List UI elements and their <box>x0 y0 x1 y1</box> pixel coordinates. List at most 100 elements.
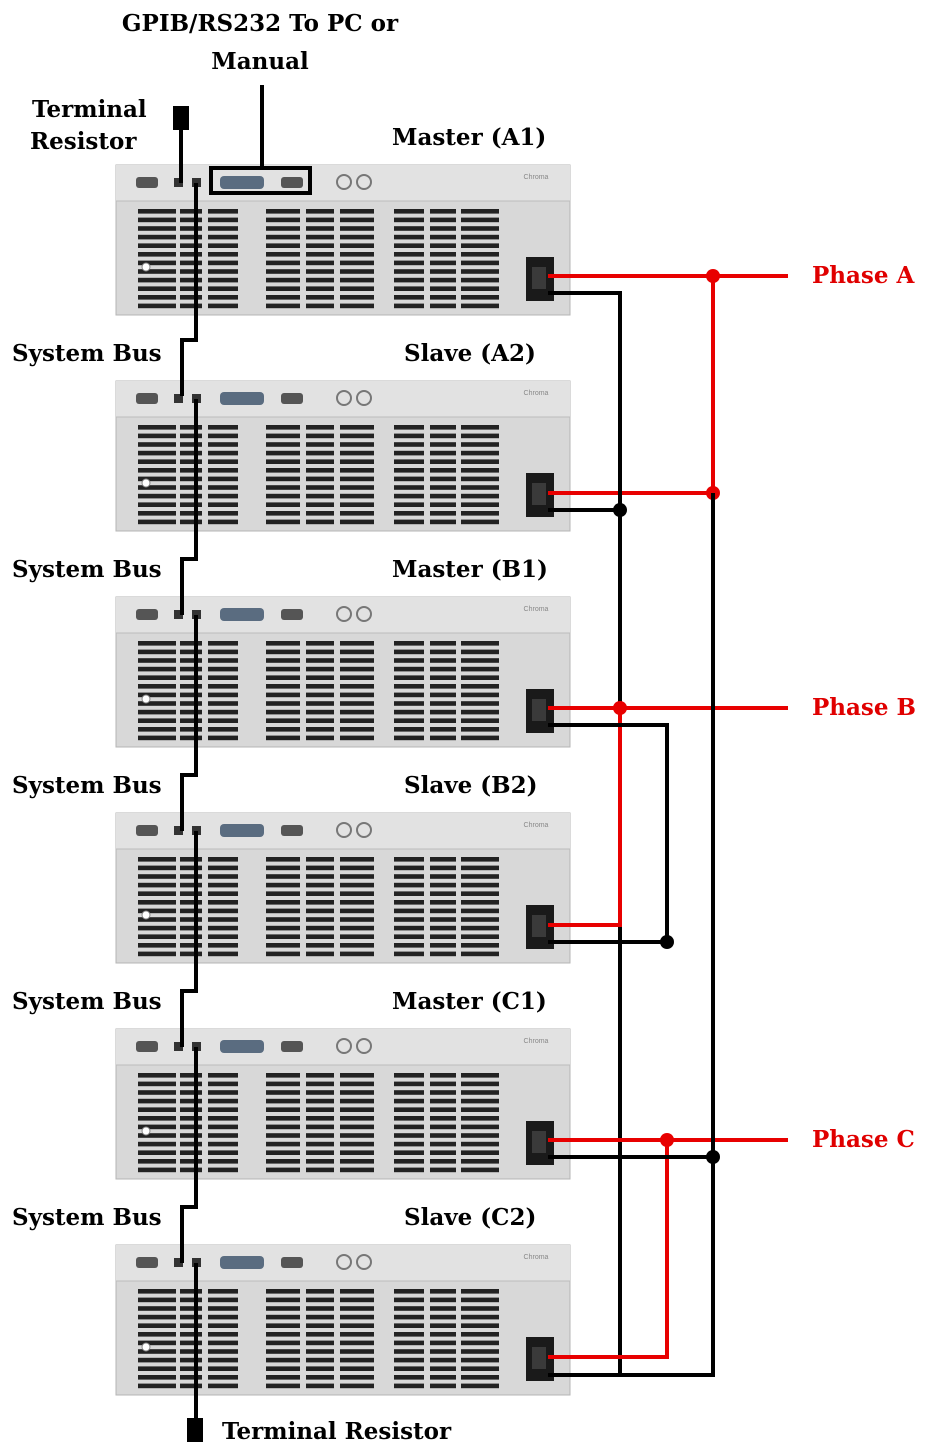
vent-slot <box>461 243 499 248</box>
vent-slot <box>266 1159 300 1164</box>
vent-slot <box>306 667 334 672</box>
vent-slot <box>266 857 300 862</box>
vent-slot <box>461 866 499 871</box>
vent-slot <box>180 1332 202 1337</box>
vent-slot <box>180 511 202 516</box>
db9-connector <box>136 825 158 836</box>
vent-slot <box>306 1289 334 1294</box>
vent-slot <box>340 520 374 525</box>
vent-slot <box>138 425 176 430</box>
vent-slot <box>138 511 176 516</box>
vent-slot <box>394 502 424 507</box>
vent-slot <box>208 218 238 223</box>
phase-c-neutral-junction <box>706 1150 720 1164</box>
vent-slot <box>394 675 424 680</box>
vent-slot <box>180 926 202 931</box>
vent-slot <box>266 218 300 223</box>
vent-hole <box>142 911 150 919</box>
vent-slot <box>461 1168 499 1173</box>
vent-slot <box>180 650 202 655</box>
vent-slot <box>180 891 202 896</box>
vent-slot <box>430 1289 456 1294</box>
db9-connector <box>136 609 158 620</box>
vent-slot <box>306 1358 334 1363</box>
vent-slot <box>461 857 499 862</box>
vent-slot <box>208 1082 238 1087</box>
vent-slot <box>266 650 300 655</box>
vent-slot <box>180 1142 202 1147</box>
vent-slot <box>306 459 334 464</box>
vent-slot <box>306 675 334 680</box>
vent-slot <box>340 1358 374 1363</box>
vent-slot <box>306 425 334 430</box>
vent-slot <box>461 459 499 464</box>
vent-slot <box>306 209 334 214</box>
vent-slot <box>180 304 202 309</box>
vent-slot <box>461 1366 499 1371</box>
vent-slot <box>394 235 424 240</box>
vent-slot <box>461 1159 499 1164</box>
unit-brand-text: Chroma <box>524 174 549 181</box>
vent-slot <box>340 943 374 948</box>
vent-slot <box>340 261 374 266</box>
ac-terminal-inner <box>532 1131 546 1153</box>
vent-slot <box>138 684 176 689</box>
vent-slot <box>306 1323 334 1328</box>
vent-slot <box>430 459 456 464</box>
vent-slot <box>461 295 499 300</box>
vent-slot <box>208 1125 238 1130</box>
vent-slot <box>394 494 424 499</box>
vent-slot <box>306 1099 334 1104</box>
vent-slot <box>430 261 456 266</box>
vent-slot <box>394 874 424 879</box>
vent-slot <box>180 1073 202 1078</box>
vent-slot <box>461 1358 499 1363</box>
vent-slot <box>266 1150 300 1155</box>
vent-slot <box>461 1332 499 1337</box>
gpib-connector <box>220 608 264 621</box>
vent-slot <box>208 1073 238 1078</box>
vent-slot <box>394 1168 424 1173</box>
vent-slot <box>208 1107 238 1112</box>
vent-slot <box>266 891 300 896</box>
vent-slot <box>430 1082 456 1087</box>
vent-slot <box>208 451 238 456</box>
vent-slot <box>461 1306 499 1311</box>
vent-slot <box>208 477 238 482</box>
vent-slot <box>340 295 374 300</box>
power-supply-unit: Chroma <box>116 165 570 315</box>
vent-slot <box>430 943 456 948</box>
vent-slot <box>180 1384 202 1389</box>
vent-slot <box>306 1125 334 1130</box>
vent-slot <box>266 1315 300 1320</box>
vent-slot <box>266 1358 300 1363</box>
vent-slot <box>180 1349 202 1354</box>
vent-slot <box>208 727 238 732</box>
vent-hole <box>142 1343 150 1351</box>
vent-slot <box>340 701 374 706</box>
vent-slot <box>394 684 424 689</box>
vent-slot <box>180 520 202 525</box>
vent-slot <box>430 269 456 274</box>
vent-slot <box>394 900 424 905</box>
vent-slot <box>394 451 424 456</box>
vent-slot <box>266 459 300 464</box>
vent-slot <box>180 874 202 879</box>
vent-slot <box>461 1375 499 1380</box>
vent-slot <box>394 485 424 490</box>
vent-slot <box>340 727 374 732</box>
vent-slot <box>266 1142 300 1147</box>
vent-slot <box>430 425 456 430</box>
rs232-connector <box>281 177 303 188</box>
vent-slot <box>461 252 499 257</box>
vent-slot <box>394 1090 424 1095</box>
vent-slot <box>430 1099 456 1104</box>
vent-slot <box>208 1133 238 1138</box>
vent-slot <box>430 1323 456 1328</box>
vent-slot <box>138 1090 176 1095</box>
vent-slot <box>138 718 176 723</box>
vent-slot <box>430 917 456 922</box>
vent-slot <box>180 209 202 214</box>
vent-slot <box>340 718 374 723</box>
